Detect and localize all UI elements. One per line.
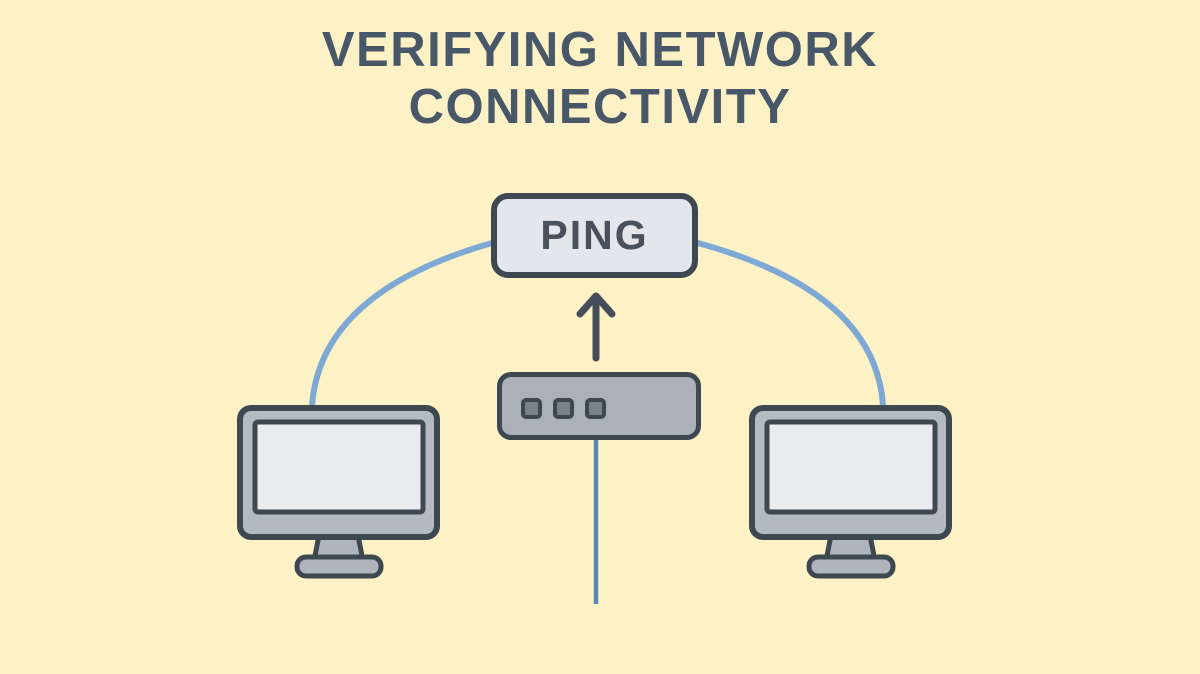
left-monitor-screen xyxy=(252,419,426,515)
ping-label: PING xyxy=(540,212,649,258)
right-monitor-stand-base xyxy=(806,554,896,579)
right-connection-arc xyxy=(695,240,886,409)
right-monitor-screen xyxy=(764,419,938,515)
title-line-2: CONNECTIVITY xyxy=(408,80,792,135)
title-line-1: VERIFYING NETWORK xyxy=(321,23,879,77)
left-computer-icon xyxy=(237,405,440,579)
router-port-3 xyxy=(585,397,606,419)
right-computer-icon xyxy=(749,405,952,579)
left-monitor-stand-base xyxy=(294,554,384,579)
router-icon xyxy=(497,372,701,440)
router-port-1 xyxy=(521,397,542,419)
ping-box: PING xyxy=(491,193,698,278)
router-port-2 xyxy=(553,397,574,419)
up-arrow-icon xyxy=(576,292,616,362)
left-connection-arc xyxy=(309,240,495,409)
page-title: VERIFYING NETWORK CONNECTIVITY xyxy=(0,22,1200,137)
